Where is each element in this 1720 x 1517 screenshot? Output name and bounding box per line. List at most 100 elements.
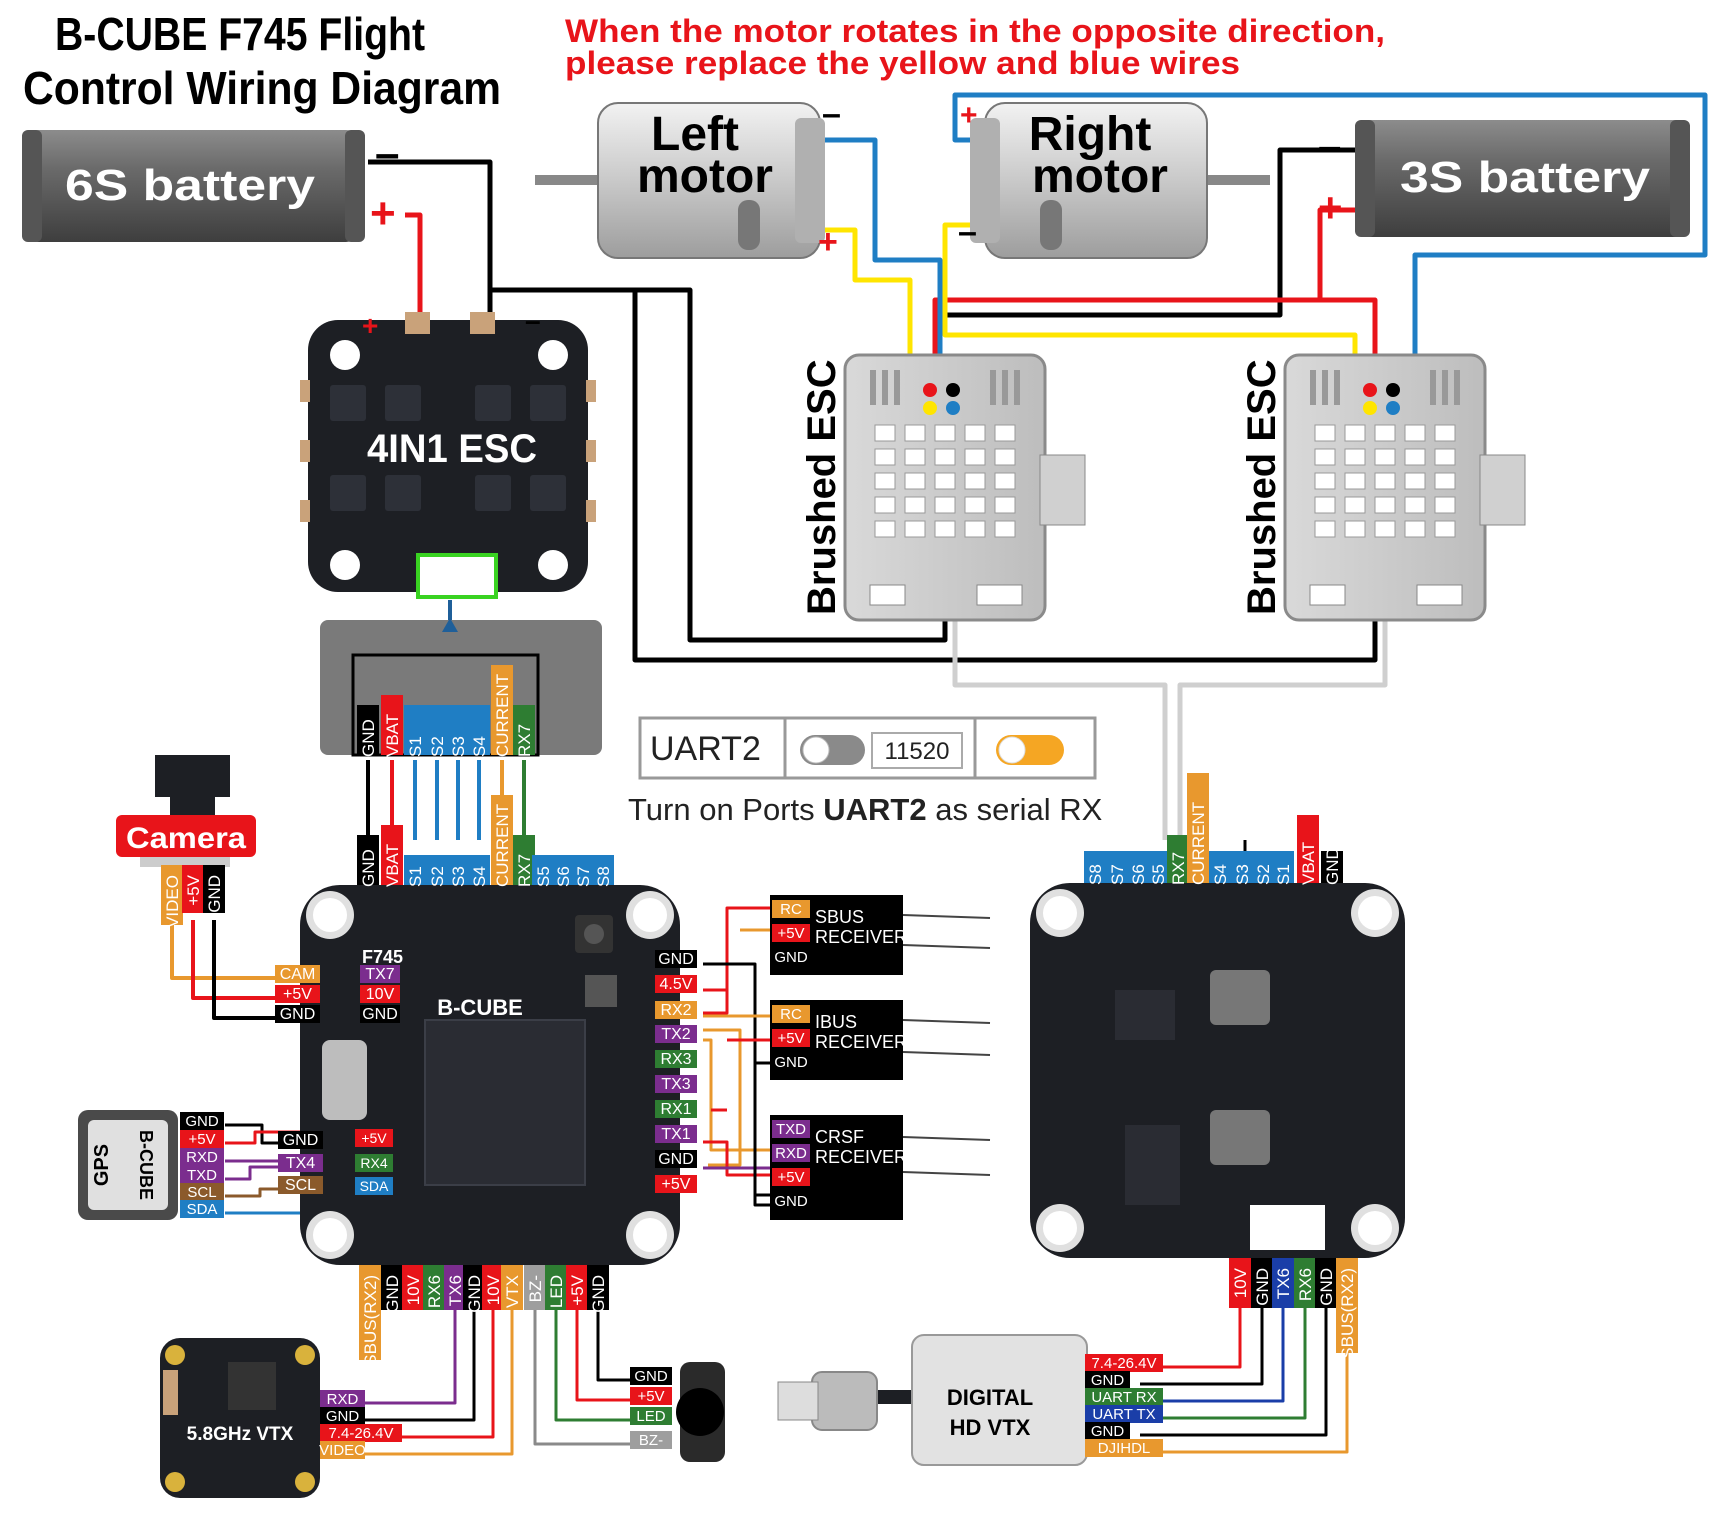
gps-pin-txd-bg <box>180 1166 224 1184</box>
receiver-0-pin-2-bg <box>772 948 810 966</box>
fc2-top-pin-5-bg <box>1187 773 1209 883</box>
receiver-0-pin-1: +5V <box>777 925 804 942</box>
fc-top-pin-11-bg <box>592 855 614 885</box>
receiver-2-pin-1-bg <box>772 1144 810 1162</box>
fc2-top-pin-10-bg <box>1297 815 1319 883</box>
fc-cam-pad-2-bg <box>275 1005 320 1023</box>
battery-6s-plus: + <box>370 189 396 238</box>
gps-pin-rxd-bg <box>180 1148 224 1166</box>
fc-bottom-pin-3: RX6 <box>425 1275 444 1308</box>
fc-gps-board-pad-1-bg <box>355 1154 393 1172</box>
fc-cam-pad-2: GND <box>280 1006 316 1023</box>
brushed-esc-right: Brushed ESC <box>1240 353 1526 622</box>
receiver-1-pin-0-bg <box>772 1005 810 1023</box>
fc-top-pin-4: S3 <box>449 866 468 887</box>
flight-controller: F745 B-CUBE <box>300 885 680 1265</box>
fc-board-pad-1: 10V <box>366 986 395 1003</box>
fc-side-pad-9-bg <box>655 1175 697 1193</box>
fc-top-pin-3-bg <box>426 855 448 885</box>
dvtx-pin-2: UART RX <box>1091 1389 1156 1406</box>
fc-board-pad-1-bg <box>360 985 400 1003</box>
fc-top-pin-1-bg <box>381 825 403 885</box>
fc-side-pad-3-bg <box>655 1025 697 1043</box>
fc-top-pin-5-bg <box>468 855 490 885</box>
dvtx-pin-0-bg <box>1085 1354 1163 1372</box>
fc-top-pin-2-bg <box>404 855 426 885</box>
fc-top-pin-9-bg <box>552 855 574 885</box>
fc-gps-pad-2-bg <box>278 1176 323 1194</box>
left-motor-label-1: Left <box>651 108 739 161</box>
fc-bottom-pin-1: GND <box>383 1275 402 1313</box>
gps-brand: B-CUBE <box>136 1130 156 1200</box>
fc2-top-pin-1: S7 <box>1108 864 1127 885</box>
fc2-top-pin-6-bg <box>1209 851 1231 883</box>
right-motor-label-2: motor <box>1032 150 1168 203</box>
vtx58-pin-2-bg <box>320 1424 402 1442</box>
battery-3s: 3S battery + – <box>1318 120 1690 237</box>
esc-conn-pin-s3: S3 <box>449 736 468 757</box>
fc-bottom-pin-11-bg <box>587 1265 609 1310</box>
dvtx-pin-4: GND <box>1091 1423 1125 1440</box>
vtx58-pin-3: VIDEO <box>319 1442 366 1459</box>
fc2-bottom-pin-2: TX6 <box>1274 1268 1293 1299</box>
fc2-top-pin-3: S5 <box>1149 864 1168 885</box>
receiver-0-pin-2: GND <box>774 949 808 966</box>
esc-conn-pin-current: CURRENT <box>493 674 512 757</box>
fc-bottom-pin-8: BZ- <box>526 1275 545 1302</box>
vtx58-pin-3-bg <box>320 1441 365 1459</box>
brushed-esc-left: Brushed ESC <box>800 353 1086 622</box>
esc-conn-pin-rx7-bg <box>513 705 535 755</box>
dvtx-pin-1: GND <box>1091 1372 1125 1389</box>
fc2-top-pin-8: S2 <box>1254 864 1273 885</box>
receiver-2-type: CRSF <box>815 1127 864 1147</box>
fc2-top-pin-10: VBAT <box>1299 842 1318 885</box>
fc-bottom-pin-4-bg <box>444 1265 466 1310</box>
gps-pin-txd: TXD <box>187 1167 217 1184</box>
uart-note: Turn on Ports UART2 as serial RX <box>628 792 1103 827</box>
esc-conn-pin-s4: S4 <box>470 736 489 757</box>
fc-side-pad-2: RX2 <box>660 1002 691 1019</box>
buzzer-pin-2-bg <box>630 1407 672 1425</box>
camera-pin-0-bg <box>161 865 183 925</box>
fc-top-pin-2: S1 <box>406 866 425 887</box>
gps-module: GPS B-CUBE <box>78 1110 178 1220</box>
fc-top-pin-8: S5 <box>534 866 553 887</box>
fc-top-pin-10-bg <box>572 855 594 885</box>
vtx58-pin-2: 7.4-26.4V <box>328 1425 393 1442</box>
esc4in1-label: 4IN1 ESC <box>367 427 537 471</box>
fc-top-pin-8-bg <box>532 855 554 885</box>
fc-side-pad-9: +5V <box>662 1176 691 1193</box>
fc-bottom-pin-5: GND <box>465 1275 484 1313</box>
receiver-0-pin-0: RC <box>780 901 802 918</box>
gps-pin-gnd-bg <box>180 1112 224 1130</box>
uart-baud-field[interactable]: 11520 <box>885 738 950 765</box>
receiver-2-pin-1: RXD <box>775 1145 807 1162</box>
fc2-top-pin-7-bg <box>1231 851 1253 883</box>
fc-top-pin-7-bg <box>513 835 535 885</box>
analog-vtx: 5.8GHz VTX <box>160 1338 320 1498</box>
title-line2: Control Wiring Diagram <box>23 62 501 114</box>
camera-pin-gnd: GND <box>205 875 224 913</box>
fc-gps-board-pad-0: +5V <box>361 1130 387 1146</box>
dvtx-pin-3: UART TX <box>1092 1406 1155 1423</box>
uart-config: UART2 11520 Turn on Ports UART2 as seria… <box>628 716 1103 827</box>
right-motor-label-1: Right <box>1029 108 1152 161</box>
receiver-0-pin-1-bg <box>772 924 810 942</box>
dvtx-pin-4-bg <box>1085 1422 1130 1440</box>
fc-gps-pad-0: GND <box>283 1132 319 1149</box>
fc-bottom-pin-7-bg <box>501 1265 523 1310</box>
title-line1: B-CUBE F745 Flight <box>55 8 425 60</box>
fc-bottom-pin-1-bg <box>381 1265 403 1310</box>
fc2-top-pin-2-bg <box>1127 851 1149 883</box>
digital-vtx-label-1: DIGITAL <box>947 1385 1033 1410</box>
fc-gps-pad-0-bg <box>278 1131 323 1149</box>
receiver-1-pin-2-bg <box>772 1053 810 1071</box>
fc-model: F745 <box>362 947 403 967</box>
buzzer-pin-0: GND <box>634 1368 668 1385</box>
receivers: RC+5VGNDSBUSRECEIVERRC+5VGNDIBUSRECEIVER… <box>770 895 907 1220</box>
